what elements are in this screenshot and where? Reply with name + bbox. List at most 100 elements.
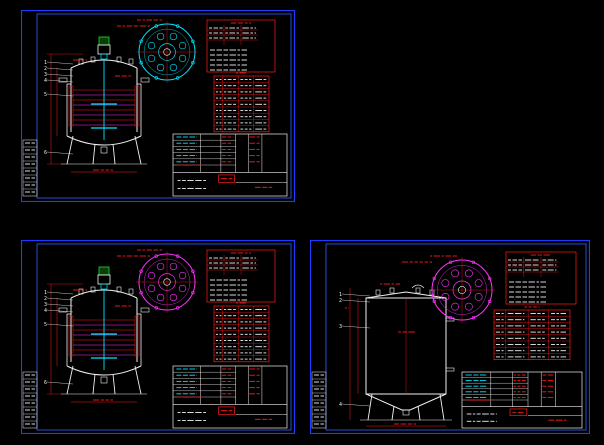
- plan-view-lug: [191, 39, 195, 43]
- title-block: [172, 133, 288, 197]
- support-leg: [66, 135, 74, 165]
- gearbox: [97, 274, 111, 285]
- plan-view-lug: [448, 260, 453, 264]
- balloon-number: 1: [339, 292, 342, 298]
- leader-line: [46, 291, 74, 295]
- plan-view-nozzle: [169, 63, 178, 72]
- plan-view-nozzle: [441, 279, 450, 288]
- plan-view-nozzle: [147, 54, 156, 63]
- part-balloon: 5: [44, 322, 74, 328]
- balloon-number: 3: [44, 302, 47, 308]
- head-nozzle: [116, 56, 122, 63]
- technical-spec-table: [505, 251, 577, 305]
- sheet-inner-frame: [325, 243, 587, 431]
- plan-view-lug: [139, 61, 143, 65]
- leader-line: [46, 79, 74, 83]
- sheet-outer-frame: [20, 239, 296, 435]
- sheet-outer-frame: [20, 9, 296, 203]
- balloon-number: 4: [339, 402, 342, 408]
- head-nozzle: [78, 288, 84, 295]
- nozzle-table-border: [213, 305, 270, 363]
- motor: [98, 266, 110, 276]
- support-leg: [66, 365, 74, 395]
- revision-strip: [22, 371, 38, 429]
- leader-line: [46, 381, 74, 385]
- baffle: [68, 85, 74, 127]
- plan-view-lug: [191, 269, 195, 273]
- bottom-outlet-valve: [100, 376, 108, 384]
- sheet-inner-frame: [36, 243, 292, 431]
- gearbox: [97, 44, 111, 55]
- sheet-inner-frame: [36, 13, 292, 199]
- leader-line: [341, 403, 371, 407]
- support-leg: [439, 393, 445, 421]
- leader-line: [46, 73, 74, 77]
- part-balloon: 1: [44, 60, 74, 66]
- plan-view-nozzle: [169, 262, 178, 271]
- balloon-number: 1: [44, 60, 47, 66]
- spec-table-border: [505, 251, 577, 305]
- plan-view-nozzle: [147, 284, 156, 293]
- plan-view-lug: [154, 306, 158, 310]
- spec-table-border: [206, 19, 276, 73]
- revision-strip: [22, 139, 38, 197]
- part-balloon: 1: [339, 292, 371, 298]
- plan-view-nozzle: [169, 32, 178, 41]
- nozzle-schedule-table: [213, 302, 270, 363]
- plan-view-lug: [154, 76, 158, 80]
- plan-view-nozzle: [451, 302, 460, 311]
- plan-view-lug: [471, 316, 476, 320]
- balloon-number: 3: [339, 324, 342, 330]
- support-leg: [391, 405, 395, 421]
- mechanical-seal: [100, 53, 108, 60]
- balloon-number: 2: [44, 66, 47, 72]
- balloon-number: 4: [44, 308, 47, 314]
- part-balloon: 1: [44, 290, 74, 296]
- balloon-number: 5: [44, 322, 47, 328]
- support-leg: [92, 373, 96, 395]
- plan-view-nozzle: [474, 292, 483, 301]
- mechanical-seal: [100, 283, 108, 290]
- support-leg: [112, 143, 116, 165]
- plan-view-agitator-shaft: [163, 48, 171, 56]
- plan-view-nozzle: [178, 41, 187, 50]
- part-balloon: 4: [339, 402, 371, 408]
- head-nozzle: [375, 289, 381, 296]
- plan-view-nozzle: [474, 279, 483, 288]
- drawing-title-box: [218, 174, 235, 183]
- side-nozzle: [445, 367, 455, 372]
- plan-view-lug: [176, 76, 180, 80]
- plan-view-lug: [471, 260, 476, 264]
- revision-strip: [311, 371, 327, 429]
- part-balloon: 6: [44, 150, 74, 156]
- balloon-number: 1: [44, 290, 47, 296]
- part-balloon: 2: [44, 296, 74, 302]
- head-nozzle: [90, 56, 96, 63]
- baffle: [134, 315, 140, 357]
- support-leg: [134, 135, 142, 165]
- leader-line: [341, 325, 371, 329]
- manway: [411, 284, 425, 289]
- leader-line: [46, 297, 74, 301]
- support-lug: [140, 77, 150, 83]
- balloon-number: 6: [44, 380, 47, 386]
- baffle: [68, 315, 74, 357]
- balloon-number: 4: [44, 78, 47, 84]
- head-nozzle: [389, 287, 395, 294]
- plan-view-lug: [488, 299, 492, 304]
- plan-view-nozzle: [156, 293, 165, 302]
- plan-view-lug: [139, 39, 143, 43]
- nozzle-schedule-table: [493, 306, 571, 360]
- plan-view-lug: [154, 254, 158, 258]
- plan-view-nozzle: [156, 262, 165, 271]
- plan-view-nozzle: [441, 292, 450, 301]
- support-leg: [134, 365, 142, 395]
